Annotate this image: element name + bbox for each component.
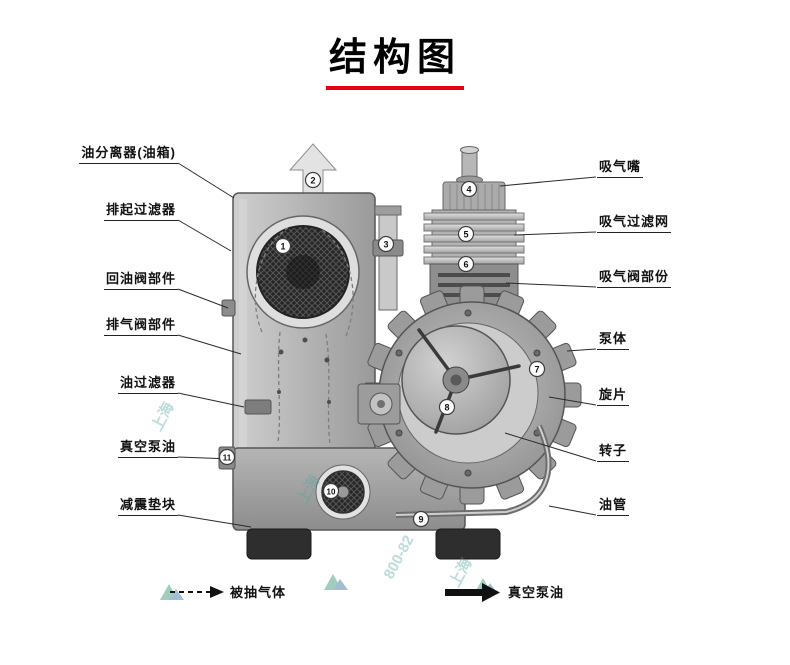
legend-dashed-arrow [170, 586, 224, 598]
label-oil-filter: 油过滤器 [117, 376, 178, 394]
oil-pipe [395, 424, 552, 518]
callout-10: 10 [322, 482, 340, 500]
callout-2: 2 [304, 171, 322, 189]
oil-drops [277, 337, 331, 404]
label-rotary-vane: 旋片 [597, 388, 630, 406]
legend-vacuum-oil-label: 真空泵油 [508, 585, 565, 600]
title-underline [326, 86, 464, 90]
shock-pads [246, 528, 501, 560]
legend-solid-arrow [445, 583, 500, 602]
callout-1: 1 [274, 237, 292, 255]
oil-filter-disc [315, 464, 371, 520]
svg-text:7: 7 [534, 365, 539, 375]
callout-11: 11 [218, 448, 236, 466]
svg-text:1: 1 [280, 242, 285, 252]
svg-text:上海: 上海 [446, 555, 476, 590]
leader-lines [177, 162, 597, 528]
svg-text:3: 3 [383, 240, 388, 250]
svg-text:4: 4 [466, 185, 471, 195]
callout-3: 3 [377, 235, 395, 253]
callouts: 1 2 3 4 5 6 7 8 9 10 11 [218, 171, 546, 528]
label-suction-nozzle: 吸气嘴 [597, 160, 644, 178]
callout-9: 9 [412, 510, 430, 528]
label-pump-body: 泵体 [597, 332, 630, 350]
gas-flow-lines [254, 227, 354, 445]
svg-text:8: 8 [444, 403, 449, 413]
pump-illustration [218, 143, 582, 560]
label-oil-separator-tank: 油分离器(油箱) [79, 146, 178, 164]
label-suction-screen: 吸气过滤网 [597, 215, 672, 233]
label-exhaust-filter: 排起过滤器 [103, 203, 178, 221]
callout-6: 6 [457, 255, 475, 273]
svg-text:5: 5 [463, 230, 468, 240]
label-vacuum-pump-oil: 真空泵油 [117, 440, 178, 458]
pump-body-gear [362, 285, 582, 505]
legend-pumped-gas-label: 被抽气体 [230, 585, 287, 600]
label-shock-pad: 减震垫块 [117, 498, 178, 516]
svg-text:2: 2 [310, 176, 315, 186]
oil-return-pipe [372, 205, 404, 311]
label-oil-pipe: 油管 [597, 498, 630, 516]
svg-text:9: 9 [418, 515, 423, 525]
svg-text:11: 11 [223, 454, 232, 463]
label-exhaust-valve: 排气阀部件 [103, 318, 178, 336]
label-rotor: 转子 [597, 444, 630, 462]
svg-text:6: 6 [463, 260, 468, 270]
label-oil-return-valve: 回油阀部件 [103, 272, 178, 290]
callout-4: 4 [460, 180, 478, 198]
callout-5: 5 [457, 225, 475, 243]
exhaust-filter-disc [246, 215, 360, 329]
callout-8: 8 [438, 398, 456, 416]
callout-7: 7 [528, 360, 546, 378]
svg-text:10: 10 [327, 488, 336, 497]
body-bolts [395, 309, 541, 477]
shaft-seal-assembly [357, 383, 401, 425]
svg-text:800-82: 800-82 [381, 533, 418, 582]
svg-text:上海: 上海 [148, 399, 178, 434]
page-title: 结构图 [328, 37, 461, 79]
label-suction-valve: 吸气阀部份 [597, 270, 672, 288]
